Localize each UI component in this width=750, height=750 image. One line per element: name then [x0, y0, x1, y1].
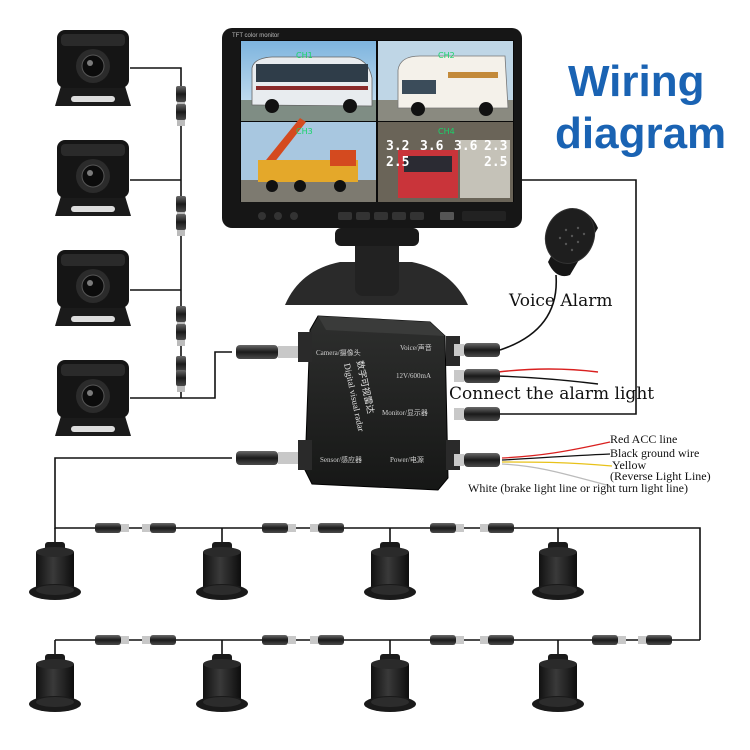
distance-readout-4: 2.3 — [484, 139, 507, 154]
parking-sensor-5 — [29, 654, 81, 712]
voice-alarm-cable — [499, 274, 557, 351]
alarm-light-label: Connect the alarm light — [449, 384, 654, 404]
inline-connector — [176, 306, 186, 346]
camera-trunk-connectors — [176, 86, 186, 392]
voice-alarm-label: Voice Alarm — [508, 291, 612, 311]
box-output-connector — [454, 407, 500, 421]
distance-readout-5: 2.5 — [386, 155, 409, 170]
box-port-camera: Camera/摄像头 — [316, 348, 361, 357]
sensor-group — [29, 542, 584, 712]
camera-wiring — [130, 67, 232, 399]
camera-4 — [55, 360, 131, 436]
title-line-1: Wiring — [568, 57, 704, 106]
harness-connector — [592, 635, 626, 645]
control-box: Camera/摄像头 Voice/声音 12V/600mA Monitor/显示… — [298, 315, 460, 491]
distance-readout-6: 2.5 — [484, 155, 507, 170]
voice-alarm-speaker — [544, 208, 598, 277]
harness-connectors — [95, 523, 672, 645]
channel-3-label: CH3 — [296, 127, 313, 136]
box-output-connector — [454, 453, 500, 467]
harness-connector — [95, 523, 129, 533]
harness-connector — [480, 635, 514, 645]
box-input-connector — [236, 345, 298, 359]
monitor-cable — [488, 179, 637, 415]
harness-connector — [262, 523, 296, 533]
monitor-buttons — [258, 211, 506, 221]
parking-sensor-8 — [532, 654, 584, 712]
distance-readout-2: 3.6 — [420, 139, 444, 154]
inline-connector — [176, 196, 186, 236]
box-connectors — [236, 343, 500, 467]
harness-connector — [95, 635, 129, 645]
wire-label-yellow: Yellow — [612, 458, 646, 472]
harness-connector — [638, 635, 672, 645]
parking-sensor-1 — [29, 542, 81, 600]
harness-connector — [142, 523, 176, 533]
camera-1 — [55, 30, 131, 106]
power-wires — [501, 441, 613, 487]
wire-label-white: White (brake light line or right turn li… — [468, 481, 688, 495]
monitor: TFT color monitor CH1 CH2 CH3 CH4 — [222, 28, 522, 305]
harness-connector — [310, 523, 344, 533]
box-output-connector — [454, 369, 500, 383]
box-port-12v: 12V/600mA — [396, 372, 431, 380]
parking-sensor-4 — [532, 542, 584, 600]
harness-connector — [480, 523, 514, 533]
parking-sensor-3 — [364, 542, 416, 600]
wire-label-black: Black ground wire — [610, 446, 699, 460]
harness-connector — [310, 635, 344, 645]
channel-2-label: CH2 — [438, 51, 455, 60]
harness-connector — [262, 635, 296, 645]
box-port-sensor: Sensor/感应器 — [320, 455, 362, 464]
distance-readout-3: 3.6 — [454, 139, 478, 154]
inline-connector — [176, 86, 186, 126]
box-port-monitor: Monitor/显示器 — [382, 409, 428, 417]
box-input-connector — [236, 451, 298, 465]
alarm-light-wires — [497, 368, 599, 385]
channel-1-label: CH1 — [296, 51, 313, 60]
box-port-power: Power/电源 — [390, 455, 424, 464]
parking-sensor-7 — [364, 654, 416, 712]
box-port-voice: Voice/声音 — [400, 343, 432, 352]
parking-sensor-6 — [196, 654, 248, 712]
title-line-2: diagram — [555, 109, 726, 158]
monitor-header: TFT color monitor — [232, 33, 279, 39]
distance-readout-1: 3.2 — [386, 139, 409, 154]
wire-label-red: Red ACC line — [610, 432, 677, 446]
inline-connector — [176, 356, 186, 392]
parking-sensor-2 — [196, 542, 248, 600]
camera-group — [55, 30, 131, 436]
camera-3 — [55, 250, 131, 326]
wire-label-reverse: (Reverse Light Line) — [610, 469, 711, 483]
harness-connector — [142, 635, 176, 645]
harness-connector — [430, 635, 464, 645]
channel-4-label: CH4 — [438, 127, 455, 136]
box-output-connector — [454, 343, 500, 357]
harness-connector — [430, 523, 464, 533]
camera-2 — [55, 140, 131, 216]
